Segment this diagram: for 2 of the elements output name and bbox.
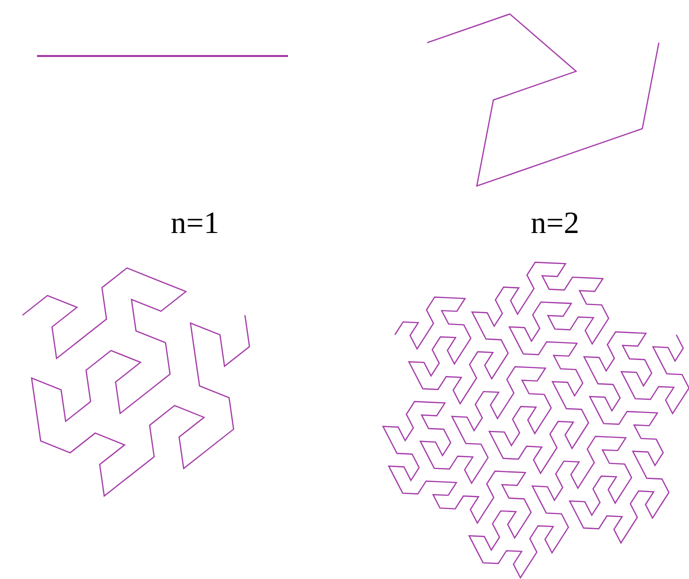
iteration-label: n=1 [170, 205, 220, 241]
iteration-label: n=2 [530, 205, 580, 241]
